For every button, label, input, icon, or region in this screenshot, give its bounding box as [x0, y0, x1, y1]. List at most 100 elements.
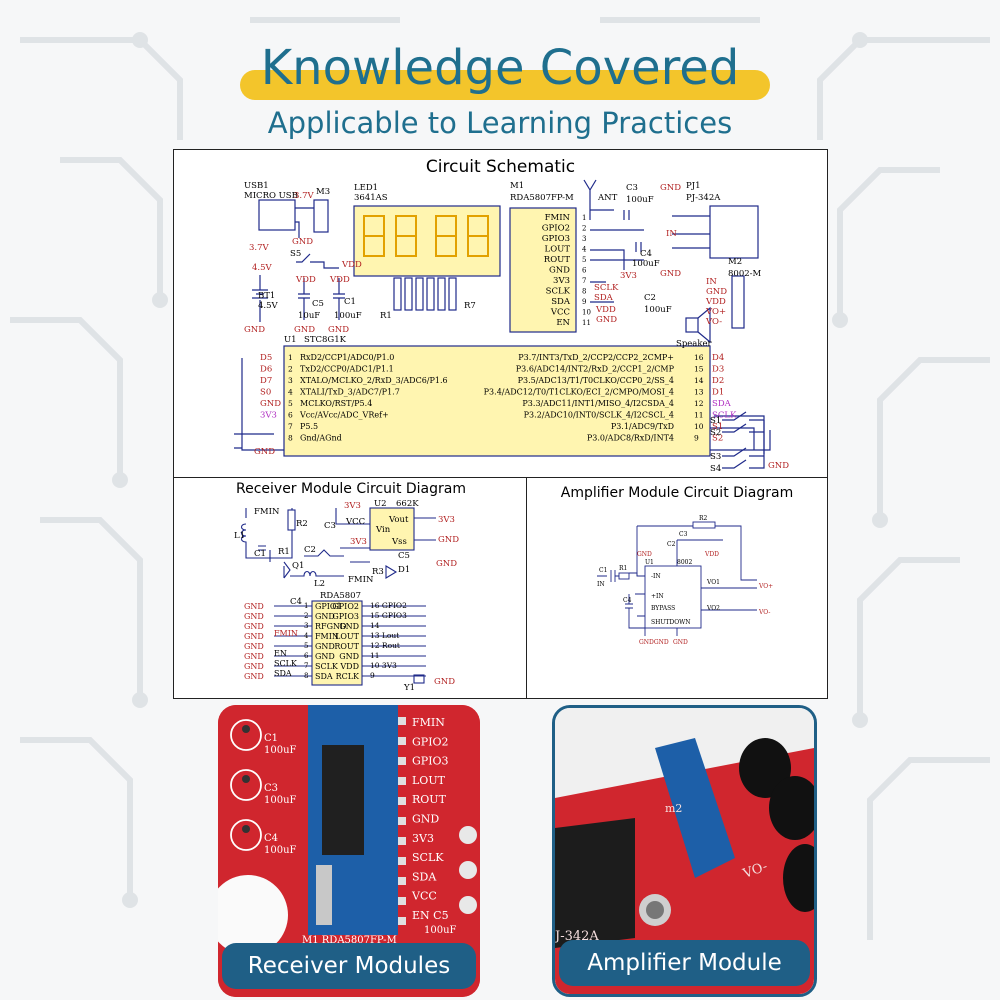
rda-pin-number-2: 2 [582, 225, 586, 233]
rx-left-pin-number-7: 7 [304, 662, 308, 670]
rda-pin-number-9: 9 [582, 298, 586, 306]
rx-right-net-1: 16 GPIO2 [370, 601, 407, 610]
rda-pin-number-3: 3 [582, 235, 586, 243]
rx-en-net: EN [274, 649, 287, 658]
mcu-left-pin-number-7: 7 [288, 422, 293, 431]
rda-pin-number-10: 10 [582, 309, 591, 317]
amp-vo-plus-label: VO+ [758, 583, 773, 590]
mcu-left-pin-number-5: 5 [288, 399, 293, 408]
mcu-right-net-1: D4 [712, 353, 724, 363]
mcu-left-pin-8: Gnd/AGnd [300, 434, 342, 443]
rx-right-net-4: 13 Lout [370, 631, 399, 640]
rx-rda-label: RDA5807 [320, 591, 361, 601]
switch-label-s2: S2 [710, 428, 721, 438]
amplifier-circuit-drawing: R2 C3 C2 VDD GND U1 8002 C1 R1 IN -IN +I… [597, 515, 773, 646]
mcu-left-pin-1: RxD2/CCP1/ADC0/P1.0 [300, 353, 394, 362]
rx-y1-label: Y1 [403, 683, 415, 693]
rx-left-gnd-1: GND [244, 602, 264, 611]
mcu-right-pin-number-4: 13 [694, 388, 704, 397]
mcu-right-pin-4: P3.4/ADC12/T0/T1CLKO/ECI_2/CMPO/MOSI_4 [484, 388, 674, 397]
mcu-left-pin-7: P5.5 [300, 422, 318, 431]
photo-cap-value-2: 100uF [264, 795, 297, 806]
gnd-pj-label: GND [660, 183, 681, 193]
mcu-left-pin-number-2: 2 [288, 365, 293, 374]
rx-right-pin-3: GND [339, 622, 359, 631]
rx-u2-label: U2 [374, 499, 387, 509]
rx-d1-label: D1 [398, 565, 410, 575]
mcu-right-net-6: SCLK [712, 411, 737, 421]
pj-part-label: PJ-342A [686, 193, 721, 203]
photo-pin-8: SCLK [412, 851, 444, 864]
photo-pin-6: GND [412, 813, 439, 826]
vdd-c1-label: VDD [329, 275, 350, 285]
rda-pin-5: ROUT [544, 255, 571, 265]
rx-c2-label: C2 [304, 545, 316, 555]
mcu-left-pin-number-8: 8 [288, 434, 293, 443]
vdd-c5-label: VDD [295, 275, 316, 285]
rda-pin-number-4: 4 [582, 246, 587, 254]
rx-right-pin-5: ROUT [334, 642, 359, 651]
rx-q1-label: Q1 [292, 561, 304, 571]
mcu-left-net-4: S0 [260, 388, 271, 398]
photo-pin-9: SDA [412, 870, 437, 883]
amp-shutdown-label: SHUTDOWN [651, 619, 691, 626]
rda-pin-number-6: 6 [582, 267, 587, 275]
circuit-schematic-panel: Circuit Schematic [173, 149, 828, 479]
mcu-left-pin-number-6: 6 [288, 411, 293, 420]
m2-vo-minus-label: VO- [705, 317, 722, 327]
page-title: Knowledge Covered [260, 40, 740, 96]
photo-pin-2: GPIO2 [412, 735, 449, 748]
mcu-left-net-3: D7 [260, 376, 272, 386]
rda-pin-number-7: 7 [582, 277, 586, 285]
gnd-mcu-label: GND [254, 447, 275, 457]
photo-cap-name-3: C4 [264, 833, 278, 844]
amp-vo2-label: VO2 [706, 605, 720, 612]
title-area: Knowledge Covered [0, 40, 1000, 110]
rda-pin-2: GPIO2 [542, 224, 570, 234]
r7-label: R7 [464, 301, 476, 311]
rx-gnd-diode-label: GND [436, 559, 457, 569]
m2-part-label: 8002-M [728, 269, 762, 279]
c2-label: C2 [644, 293, 656, 303]
micro-usb-label: MICRO USB [244, 191, 298, 201]
mcu-left-pin-5: MCLKO/RST/P5.4 [300, 399, 372, 408]
pj1-label: PJ1 [686, 181, 701, 191]
rx-left-pin-5: GND [315, 642, 335, 651]
mcu-chip-pins: RxD2/CCP1/ADC0/P1.01D5TxD2/CCP0/ADC1/P1.… [260, 353, 737, 444]
rx-fmin-label: FMIN [254, 507, 280, 517]
rx-right-net-7: 10 3V3 [370, 661, 397, 670]
rx-left-pin-3: RFGND [315, 622, 346, 631]
rx-left-pin-number-3: 3 [304, 622, 308, 630]
rx-left-pin-6: GND [315, 652, 335, 661]
amp-r2-label: R2 [699, 515, 708, 522]
receiver-part-text: M1 RDA5807FP-M [302, 935, 397, 946]
amplifier-diagram-panel: Amplifier Module Circuit Diagram R2 C3 C… [526, 477, 828, 699]
rx-vss-label: Vss [391, 537, 407, 547]
rx-left-gnd-5: GND [244, 642, 264, 651]
photo-pin-5: ROUT [412, 793, 447, 806]
m1-part-label: RDA5807FP-M [510, 193, 574, 203]
photo-pin-7: 3V3 [412, 832, 434, 845]
rx-left-gnd-6: GND [244, 652, 264, 661]
speaker-label: Speaker [676, 339, 713, 349]
mcu-left-pin-4: XTALI/TxD_3/ADC7/P1.7 [300, 388, 400, 397]
rx-right-net-8: 9 [370, 671, 375, 680]
mcu-left-net-1: D5 [260, 353, 272, 363]
mcu-right-net-2: D3 [712, 365, 724, 375]
mcu-right-pin-number-1: 16 [694, 353, 704, 362]
rx-right-pin-4: LOUT [335, 632, 360, 641]
sda-rda-label: SDA [594, 293, 614, 303]
m1-label: M1 [510, 181, 524, 191]
rda-pin-number-1: 1 [582, 214, 586, 222]
m2-gnd-label: GND [706, 287, 727, 297]
rx-right-pin-1: GPIO2 [332, 602, 359, 611]
amp-c1-label: C1 [599, 567, 607, 574]
receiver-chip-pins: GPIO11GNDGND2GNDRFGND3GNDFMIN4GNDGND5GND… [244, 601, 407, 681]
rx-c1-label: C1 [254, 549, 266, 559]
rx-left-gnd-7: GND [244, 662, 264, 671]
rda-pin-number-11: 11 [582, 319, 591, 327]
